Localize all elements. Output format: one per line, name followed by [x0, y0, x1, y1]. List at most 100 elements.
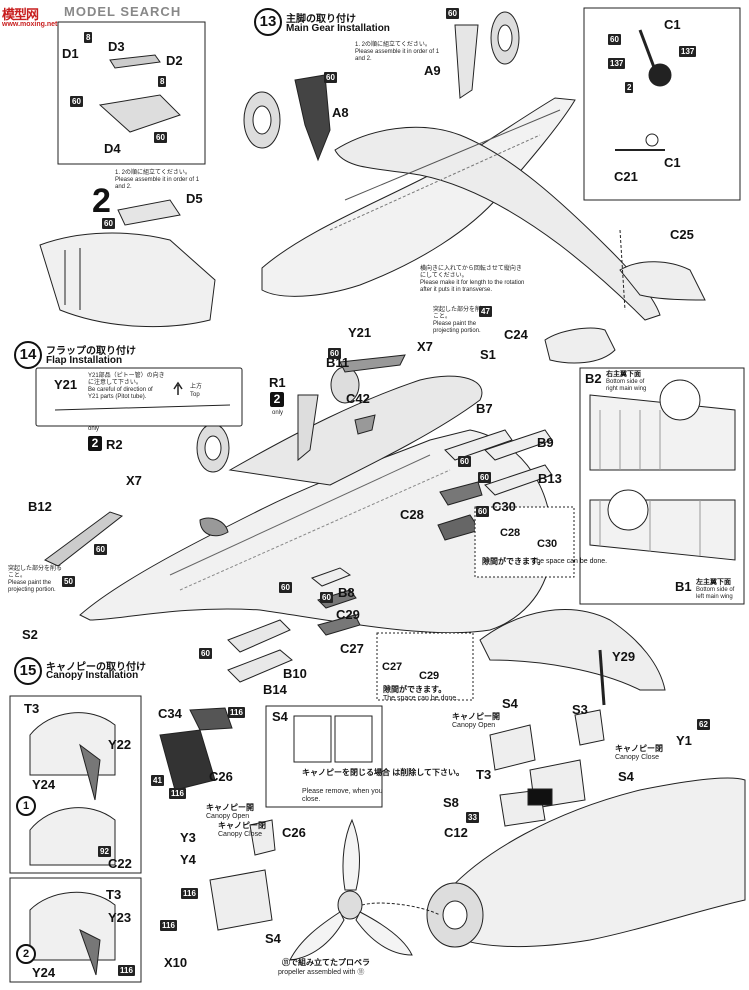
part-Y21: Y21 — [54, 377, 78, 392]
part-C24: C24 — [504, 327, 528, 342]
part-S3: S3 — [572, 702, 588, 717]
part-Y4: Y4 — [180, 852, 196, 867]
step-13-note-paint: 突起した部分を削る こと。 Please paint the projectin… — [433, 307, 488, 334]
propeller-note-jp: ⑪で組み立てたプロペラ — [282, 958, 370, 967]
color-137: 137 — [608, 58, 626, 69]
color-60: 60 — [279, 582, 292, 593]
part-B1: B1 — [675, 579, 692, 594]
part-Y24: Y24 — [32, 777, 56, 792]
part-C28: C28 — [400, 507, 424, 522]
step-13-number: 13 — [254, 8, 282, 36]
step-15-number: 15 — [14, 657, 42, 685]
b2-en2: right main wing — [606, 386, 647, 392]
option-2-circle: 2 — [16, 944, 36, 964]
top-label-jp: 上方 — [190, 384, 203, 390]
part-C28: C28 — [500, 527, 521, 539]
b1-jp: 左主翼下面 — [696, 579, 731, 586]
part-B10: B10 — [283, 666, 307, 681]
part-X7: X7 — [417, 339, 433, 354]
part-A9: A9 — [424, 63, 441, 78]
color-60: 60 — [458, 456, 471, 467]
only-label: only — [272, 410, 284, 416]
color-92: 92 — [98, 846, 111, 857]
part-T3: T3 — [106, 887, 122, 902]
color-60: 60 — [94, 544, 107, 555]
step-14-number: 14 — [14, 341, 42, 369]
part-S4: S4 — [502, 696, 518, 711]
part-C1: C1 — [664, 155, 681, 170]
paint-note: 突起した部分を削る こと。 Please paint the projectin… — [8, 566, 63, 593]
propeller-note-en: propeller assembled with ⑪ — [278, 969, 365, 976]
y21-direction-note: Y21部品（ピトー管）の向き に注意して下さい。 Be careful of d… — [88, 373, 165, 400]
option-1-circle: 1 — [16, 796, 36, 816]
color-60: 60 — [70, 96, 83, 107]
part-R1: R1 — [269, 375, 286, 390]
part-D1: D1 — [62, 46, 79, 61]
part-C27: C27 — [340, 641, 364, 656]
part-C25: C25 — [670, 227, 694, 242]
option-2-badge: 2 — [270, 392, 284, 407]
part-C29: C29 — [336, 607, 360, 622]
part-Y3: Y3 — [180, 830, 196, 845]
watermark-search: MODEL SEARCH — [64, 4, 182, 19]
color-116: 116 — [169, 788, 186, 799]
color-41: 41 — [151, 775, 164, 786]
color-33: 33 — [466, 812, 479, 823]
canopy-close-jp: キャノピー閉 — [218, 821, 266, 830]
color-50: 50 — [62, 576, 75, 587]
step-13-title-en: Main Gear Installation — [286, 23, 390, 34]
watermark-brand: 模型网 — [2, 7, 39, 22]
color-116: 116 — [181, 888, 198, 899]
part-D5: D5 — [186, 191, 203, 206]
option-two-large: 2 — [92, 182, 111, 220]
b2-jp: 右主翼下面 — [606, 371, 641, 378]
canopy-close-jp: キャノピー閉 — [615, 744, 663, 753]
step-13-note-rotation: 横向きに入れてから回転させて縦向き にしてください。 Please make i… — [420, 266, 525, 293]
part-C12: C12 — [444, 825, 468, 840]
watermark-url: www.moxing.net — [2, 21, 58, 28]
gap-note-en: The space can be done. — [383, 695, 459, 702]
color-8: 8 — [84, 32, 93, 43]
gap-note-jp: 隙間ができます。 — [383, 685, 447, 694]
color-60: 60 — [320, 592, 333, 603]
top-label-en: Top — [190, 392, 200, 398]
part-C27: C27 — [382, 661, 403, 673]
part-Y24: Y24 — [32, 965, 56, 980]
step-14-title-jp: フラップの取り付け — [46, 346, 136, 357]
part-T3: T3 — [24, 701, 40, 716]
color-137: 137 — [679, 46, 697, 57]
part-C1: C1 — [664, 17, 681, 32]
step-13-note-order: 1. 2の順に組立てください。 Please assemble it in or… — [355, 42, 440, 62]
part-C21: C21 — [614, 169, 638, 184]
part-D2: D2 — [166, 53, 183, 68]
b2-en1: Bottom side of — [606, 379, 645, 385]
part-B14: B14 — [263, 682, 287, 697]
part-A8: A8 — [332, 105, 349, 120]
part-B2: B2 — [585, 371, 602, 386]
color-2: 2 — [625, 82, 634, 93]
color-8: 8 — [158, 76, 167, 87]
step-14-title-en: Flap Installation — [46, 355, 123, 366]
part-D4: D4 — [104, 141, 121, 156]
color-60: 60 — [154, 132, 167, 143]
part-S8: S8 — [443, 795, 459, 810]
part-C26: C26 — [209, 769, 233, 784]
part-B13: B13 — [538, 471, 562, 486]
step-15-title-en: Canopy Installation — [46, 670, 139, 681]
color-60: 60 — [102, 218, 115, 229]
color-116: 116 — [118, 965, 135, 976]
part-S1: S1 — [480, 347, 496, 362]
part-S4: S4 — [618, 769, 634, 784]
part-C30: C30 — [492, 499, 516, 514]
gap-note-en: The space can be done. — [532, 558, 608, 565]
color-60: 60 — [324, 72, 337, 83]
canopy-open-jp: キャノピー開 — [206, 803, 254, 812]
color-116: 116 — [228, 707, 245, 718]
part-Y21: Y21 — [348, 325, 372, 340]
part-Y1: Y1 — [676, 733, 692, 748]
part-Y22: Y22 — [108, 737, 132, 752]
part-X7: X7 — [126, 473, 142, 488]
color-60: 60 — [608, 34, 621, 45]
